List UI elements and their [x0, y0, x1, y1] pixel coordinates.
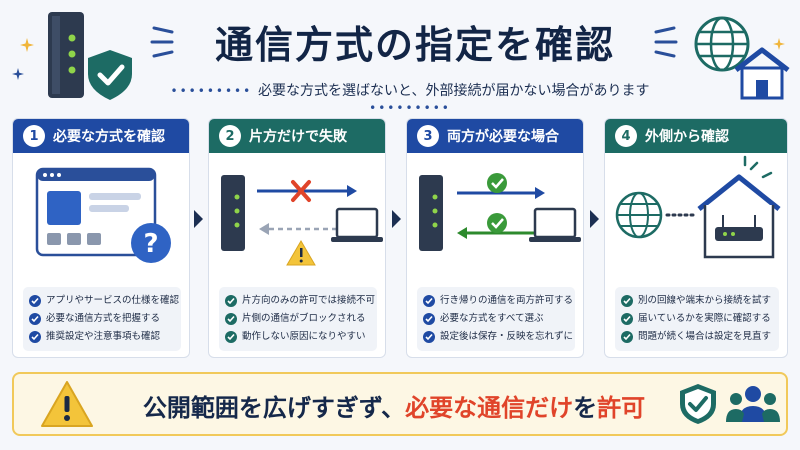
message-normal: 公開範囲を広げすぎず、 [142, 394, 406, 422]
check-icon [225, 331, 237, 343]
accent-lines-icon [150, 26, 174, 58]
bottom-message: 公開範囲を広げすぎず、必要な通信だけを許可 [124, 388, 664, 423]
subtitle-text: 必要な方式を選ばないと、外部接続が届かない場合があります [258, 83, 650, 99]
accent-lines-icon [654, 26, 678, 58]
check-icon [423, 313, 435, 325]
card-title: 外側から確認 [645, 129, 729, 145]
list-item: 片側の通信がブロックされる [225, 310, 371, 328]
next-arrow-icon [590, 210, 599, 228]
page-subtitle: ••••••••• 必要な方式を選ばないと、外部接続が届かない場合があります •… [130, 80, 690, 116]
next-arrow-icon [194, 210, 203, 228]
check-icon [621, 313, 633, 325]
sparkle-icon [20, 38, 34, 52]
card-title: 片方だけで失敗 [249, 129, 347, 145]
check-icon [29, 295, 41, 307]
check-icon [621, 295, 633, 307]
card-one-way-fails: 2 片方だけで失敗 片方向のみの許可では接続不可 片側の通信がブロックされる 動… [208, 118, 386, 358]
list-item: 必要な方式をすべて選ぶ [423, 310, 569, 328]
app-window-question-icon: ? [35, 167, 171, 263]
card-both-required: 3 両方が必要な場合 行き帰りの通信を両方許可する 必要な方式をすべて選ぶ 設定… [406, 118, 584, 358]
one-way-blocked-icon [221, 175, 383, 266]
check-icon [423, 331, 435, 343]
list-item: 片方向のみの許可では接続不可 [225, 292, 375, 310]
globe-house-icon [694, 16, 790, 100]
check-icon [225, 313, 237, 325]
header: 通信方式の指定を確認 ••••••••• 必要な方式を選ばないと、外部接続が届か… [0, 0, 800, 115]
card-checklist: アプリやサービスの仕様を確認 必要な通信方式を把握する 推奨設定や注意事項も確認 [23, 287, 181, 351]
list-item: 別の回線や端末から接続を試す [621, 292, 773, 310]
list-item: アプリやサービスの仕様を確認 [29, 292, 179, 310]
sparkle-icon [12, 68, 24, 80]
check-icon [225, 295, 237, 307]
card-header: 4 外側から確認 [605, 119, 787, 153]
list-item: 設定後は保存・反映を忘れずに [423, 328, 573, 346]
next-arrow-icon [392, 210, 401, 228]
step-number: 2 [219, 125, 241, 147]
check-icon [423, 295, 435, 307]
list-item: 届いているかを実際に確認する [621, 310, 773, 328]
step-number: 3 [417, 125, 439, 147]
card-checklist: 片方向のみの許可では接続不可 片側の通信がブロックされる 動作しない原因になりや… [219, 287, 377, 351]
check-icon [29, 313, 41, 325]
card-check-required-method: 1 必要な方式を確認 ? アプリやサービスの仕様を確認 必要な通信方式を把握する… [12, 118, 190, 358]
warning-icon [41, 381, 93, 427]
svg-text:?: ? [143, 229, 158, 259]
page-title: 通信方式の指定を確認 [214, 23, 615, 67]
card-title: 必要な方式を確認 [53, 129, 165, 145]
sparkle-icon [773, 38, 785, 50]
card-checklist: 行き帰りの通信を両方許可する 必要な方式をすべて選ぶ 設定後は保存・反映を忘れず… [417, 287, 575, 351]
router-shield-icon [48, 12, 132, 100]
list-item: 行き帰りの通信を両方許可する [423, 292, 573, 310]
list-item: 問題が続く場合は設定を見直す [621, 328, 773, 346]
card-title: 両方が必要な場合 [447, 129, 559, 145]
list-item: 必要な通信方式を把握する [29, 310, 175, 328]
card-header: 3 両方が必要な場合 [407, 119, 583, 153]
dots-divider: ••••••••• [170, 84, 259, 98]
dots-divider: ••••••••• [369, 101, 451, 115]
message-connector: を [573, 394, 598, 422]
list-item: 動作しない原因になりやすい [225, 328, 371, 346]
external-access-icon [615, 155, 781, 259]
check-icon [29, 331, 41, 343]
list-item: 推奨設定や注意事項も確認 [29, 328, 175, 346]
message-end: 許可 [597, 394, 646, 422]
card-checklist: 別の回線や端末から接続を試す 届いているかを実際に確認する 問題が続く場合は設定… [615, 287, 779, 351]
two-way-allowed-icon [419, 173, 581, 251]
message-highlight: 必要な通信だけ [405, 394, 574, 422]
bottom-banner: 公開範囲を広げすぎず、必要な通信だけを許可 [12, 372, 788, 436]
check-icon [621, 331, 633, 343]
card-header: 1 必要な方式を確認 [13, 119, 189, 153]
step-number: 1 [23, 125, 45, 147]
shield-check-icon [680, 384, 716, 424]
users-group-icon [726, 386, 780, 422]
card-header: 2 片方だけで失敗 [209, 119, 385, 153]
card-check-from-outside: 4 外側から確認 別の回線や端末から接続を試す 届いているかを実際に確認する 問… [604, 118, 788, 358]
step-number: 4 [615, 125, 637, 147]
